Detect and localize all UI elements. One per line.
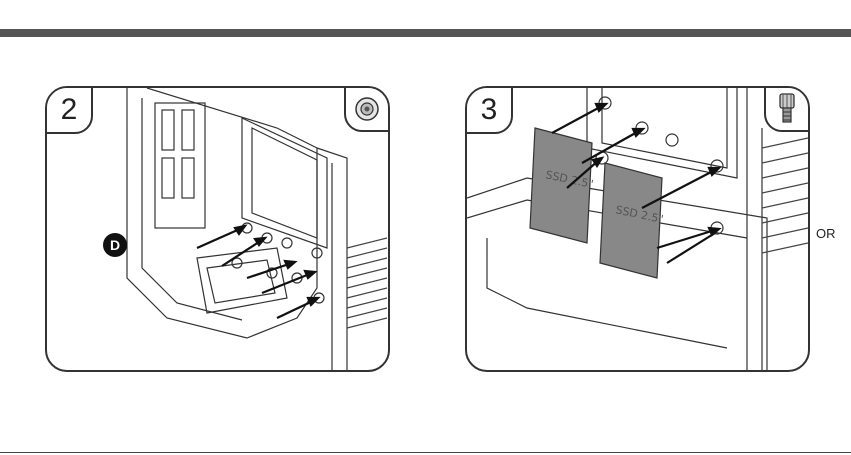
header-bar — [0, 29, 851, 37]
thumbscrew-icon — [764, 86, 810, 132]
step-3-illustration: SSD 2.5" SSD 2.5" 3 — [465, 86, 810, 372]
callout-d-badge: D — [103, 233, 127, 257]
footer-line — [0, 452, 851, 453]
chassis-drawing-step-3: SSD 2.5" SSD 2.5" — [467, 88, 808, 370]
step-number: 3 — [465, 86, 513, 134]
step-2-illustration: 2 — [45, 86, 390, 372]
step-number: 2 — [45, 86, 93, 134]
rubber-grommet-icon — [344, 86, 390, 132]
or-label: OR — [816, 226, 836, 241]
chassis-drawing-step-2 — [47, 88, 388, 370]
